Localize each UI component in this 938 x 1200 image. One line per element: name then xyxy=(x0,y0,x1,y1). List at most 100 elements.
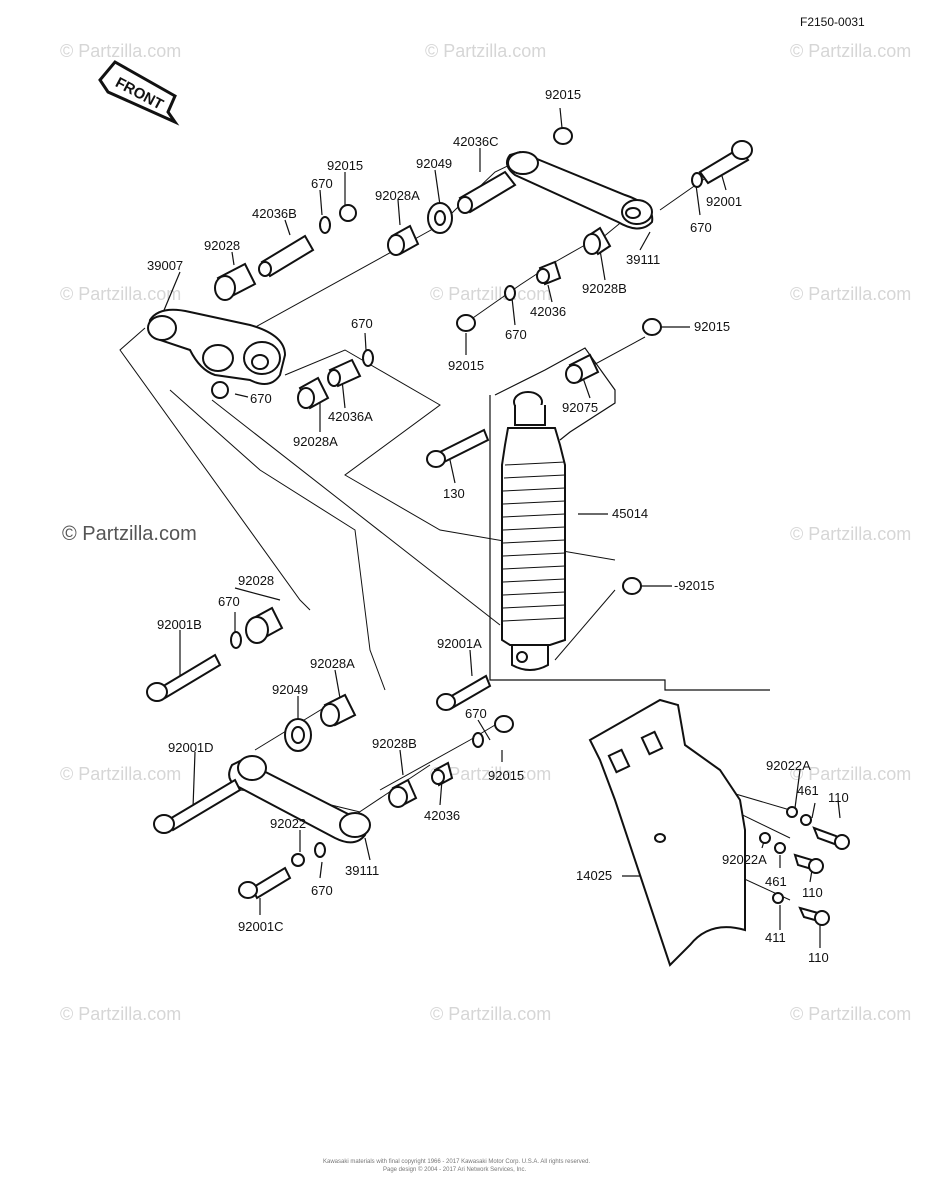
part-label: 670 xyxy=(465,706,487,721)
front-arrow-icon: FRONT xyxy=(98,60,180,126)
part-label: 670 xyxy=(218,594,240,609)
washer-92022 xyxy=(291,853,305,867)
part-label: 110 xyxy=(808,950,829,965)
nut-92015 xyxy=(642,318,662,336)
part-label: 92001D xyxy=(168,740,214,755)
washer-670 xyxy=(314,842,326,858)
part-label: 39007 xyxy=(147,258,183,273)
nut-92015 xyxy=(456,314,476,332)
part-label: 14025 xyxy=(576,868,612,883)
part-label: 92049 xyxy=(272,682,308,697)
part-label: 92028B xyxy=(372,736,417,751)
watermark: © Partzilla.com xyxy=(430,764,551,784)
washer-670 xyxy=(362,349,374,367)
part-label: 42036B xyxy=(252,206,297,221)
watermark: © Partzilla.com xyxy=(790,41,911,61)
part-label: 45014 xyxy=(612,506,648,521)
part-label: 92015 xyxy=(694,319,730,334)
nut-92015 xyxy=(494,715,514,733)
shock-outline xyxy=(489,395,770,691)
part-label: 92001 xyxy=(706,194,742,209)
part-label: 92022A xyxy=(766,758,811,773)
washer-92022a xyxy=(786,806,798,818)
part-label: 92022 xyxy=(270,816,306,831)
part-label: 461 xyxy=(797,783,819,798)
watermark: © Partzilla.com xyxy=(60,1004,181,1024)
sleeve-42036a xyxy=(327,358,362,388)
washer-670 xyxy=(691,172,703,188)
bearing-92049-upper xyxy=(427,202,453,234)
rocker-arm-39007 xyxy=(147,308,287,385)
nut-92015 xyxy=(553,127,573,145)
watermark: © Partzilla.com xyxy=(430,1004,551,1024)
watermark: © Partzilla.com xyxy=(790,764,911,784)
part-label: 39111 xyxy=(345,863,379,878)
washer-461 xyxy=(774,842,786,854)
bolt-130 xyxy=(426,428,490,468)
nut-92015 xyxy=(622,577,642,595)
part-label: 92015 xyxy=(327,158,363,173)
watermark: © Partzilla.com xyxy=(430,284,551,304)
part-label: 92028A xyxy=(375,188,420,203)
part-label: 92028 xyxy=(238,573,274,588)
part-label: 42036C xyxy=(453,134,499,149)
washer-670 xyxy=(472,732,484,748)
part-label: 670 xyxy=(690,220,712,235)
part-label: 92015 xyxy=(545,87,581,102)
collar-92028a-low xyxy=(320,693,357,727)
copyright-line: Page design © 2004 - 2017 Ari Network Se… xyxy=(383,1166,526,1173)
part-label: 92028A xyxy=(293,434,338,449)
sleeve-42036b xyxy=(258,234,315,278)
part-label: -92015 xyxy=(674,578,714,593)
washer-670 xyxy=(211,381,229,399)
washer-670 xyxy=(230,631,242,649)
bearing-92049-lower xyxy=(284,718,312,752)
bolt-92001 xyxy=(698,140,753,185)
collar-92028-mid xyxy=(245,606,284,644)
part-label: 92049 xyxy=(416,156,452,171)
diagram-code: F2150-0031 xyxy=(800,15,865,29)
bolt-110 xyxy=(798,906,830,926)
copyright-line: Kawasaki materials with final copyright … xyxy=(323,1159,590,1165)
part-label: 92015 xyxy=(488,768,524,783)
part-label: 92028A xyxy=(310,656,355,671)
part-label: 670 xyxy=(505,327,527,342)
part-label: 670 xyxy=(311,883,333,898)
watermark: © Partzilla.com xyxy=(790,524,911,544)
sleeve-42036-low xyxy=(431,761,454,787)
washer-461 xyxy=(800,814,812,826)
link-arm-39111-upper xyxy=(505,150,654,230)
part-label: 110 xyxy=(802,885,823,900)
washer-92022a xyxy=(759,832,771,844)
washer-411 xyxy=(772,892,784,904)
part-label: 39111 xyxy=(626,252,660,267)
part-label: 42036 xyxy=(530,304,566,319)
leader-lines xyxy=(161,107,841,948)
bolt-92001b xyxy=(146,653,222,702)
watermark: © Partzilla.com xyxy=(790,284,911,304)
collar-92028b-upper xyxy=(583,226,612,256)
shock-absorber-45014 xyxy=(501,391,566,671)
watermark-center: © Partzilla.com xyxy=(62,523,197,545)
watermark: © Partzilla.com xyxy=(60,284,181,304)
watermark: © Partzilla.com xyxy=(790,1004,911,1024)
bolt-92001c xyxy=(238,866,292,900)
collar-92028b-low xyxy=(388,778,418,808)
part-label: 92075 xyxy=(562,400,598,415)
part-label: 92028B xyxy=(582,281,627,296)
part-label: 92001A xyxy=(437,636,482,651)
part-label: 92001C xyxy=(238,919,284,934)
link-arm-39111-lower xyxy=(228,755,371,844)
watermark: © Partzilla.com xyxy=(60,764,181,784)
part-label: 92022A xyxy=(722,852,767,867)
part-label: 411 xyxy=(765,930,786,945)
bolt-92001d xyxy=(153,778,242,834)
washer-670 xyxy=(319,216,331,234)
part-label: 670 xyxy=(351,316,373,331)
part-label: 670 xyxy=(250,391,272,406)
part-label: 92028 xyxy=(204,238,240,253)
nut-92015 xyxy=(339,204,357,222)
sleeve-42036-upper xyxy=(536,260,562,286)
part-label: 42036A xyxy=(328,409,373,424)
